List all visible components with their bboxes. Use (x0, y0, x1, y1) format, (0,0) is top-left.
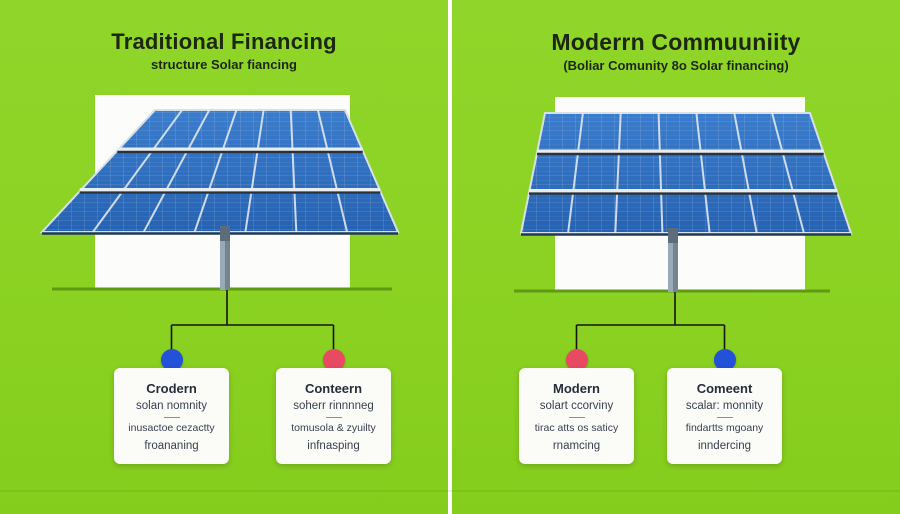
card-line-1: soherr rinnnneg (293, 400, 374, 412)
card-line-2: findartts mgoany (685, 422, 764, 434)
section-title: Traditional Financing (111, 29, 337, 54)
solar-building-illustration (39, 95, 400, 351)
card-line-2: tomusola & zyuilty (291, 422, 376, 434)
card-title: Conteern (304, 381, 363, 396)
card-line-3: froananing (144, 440, 199, 452)
mounting-pole (668, 228, 678, 292)
card-title: Modern (553, 381, 600, 396)
card-line-2: tirac atts os saticy (534, 422, 619, 434)
card-title: Crodern (146, 381, 197, 396)
section-subtitle: (Boliar Comunity 8o Solar financing) (563, 58, 789, 74)
flow-dot (322, 349, 345, 371)
flow-dot (713, 349, 736, 371)
info-card: Crodern solan nomnity inusactoe cezactty… (114, 368, 229, 464)
mounting-pole (220, 226, 230, 290)
card-line-3: inndercing (697, 440, 752, 452)
connector-line (575, 292, 726, 351)
panel-row-separators (79, 147, 381, 194)
panel-column-lines (567, 112, 805, 234)
solar-building-illustration (514, 97, 853, 351)
section-subtitle: structure Solar fiancing (151, 57, 297, 73)
card-title: Comeent (696, 381, 753, 396)
vertical-divider (448, 0, 452, 514)
card-line-1: scalar: monnity (685, 400, 764, 412)
card-line-1: solan nomnity (136, 400, 207, 412)
card-divider (163, 417, 180, 418)
card-divider (568, 417, 585, 418)
solar-panel-array (519, 112, 853, 236)
card-divider (716, 417, 733, 418)
card-divider (325, 417, 342, 418)
right-section: Moderrn Commuuniity (Boliar Comunity 8o … (452, 0, 900, 514)
left-title-block: Traditional Financing structure Solar fi… (0, 29, 448, 73)
flow-dot (160, 349, 183, 371)
info-card: Comeent scalar: monnity findartts mgoany… (667, 368, 782, 464)
right-title-block: Moderrn Commuuniity (Boliar Comunity 8o … (452, 29, 900, 74)
info-card: Modern solart ccorviny tirac atts os sat… (519, 368, 634, 464)
panel-column-lines (92, 109, 349, 233)
info-card: Conteern soherr rinnnneg tomusola & zyui… (276, 368, 391, 464)
solar-panel-array (39, 109, 400, 235)
ground-line (0, 490, 900, 492)
card-line-3: rnamcing (552, 440, 601, 452)
section-title: Moderrn Commuuniity (551, 29, 801, 55)
connector-line (170, 290, 335, 351)
card-line-3: infnasping (307, 440, 360, 452)
panel-row-separators (529, 149, 838, 195)
flow-dot (565, 349, 588, 371)
card-line-2: inusactoe cezactty (128, 422, 215, 434)
left-section: Traditional Financing structure Solar fi… (0, 0, 448, 514)
card-line-1: solart ccorviny (539, 400, 614, 412)
